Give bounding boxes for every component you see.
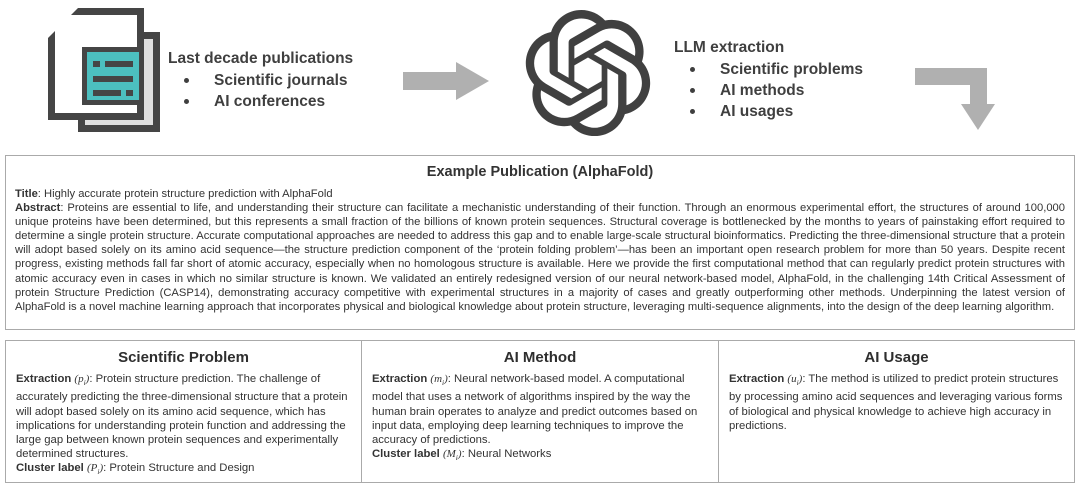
extraction-label: Extraction (16, 373, 72, 385)
model-bullet-list: Scientific problems AI methods AI usages (674, 59, 863, 122)
extraction-symbol: (mi) (430, 373, 448, 388)
bullet-dot-icon (184, 78, 189, 83)
extraction-label: Extraction (729, 373, 785, 385)
cluster-label: Cluster label (16, 462, 84, 475)
list-item-label: AI usages (720, 103, 794, 120)
bullet-dot-icon (690, 88, 695, 93)
page-title: Example Publication (AlphaFold) (426, 164, 654, 180)
publication-abstract-value: : Proteins are essential to life, and un… (15, 202, 1065, 313)
column-heading: AI Method (503, 349, 577, 366)
bullet-dot-icon (184, 99, 189, 104)
list-item-label: AI conferences (214, 93, 326, 110)
bullet-dot-icon (690, 109, 695, 114)
arrow-elbow-down-icon (915, 68, 1025, 130)
list-item-label: Scientific journals (214, 72, 348, 89)
source-heading: Last decade publications (168, 50, 354, 67)
list-item: AI conferences (184, 91, 353, 112)
source-label-block: Last decade publications Scientific jour… (168, 48, 353, 112)
bullet-dot-icon (690, 67, 695, 72)
publication-title-line: Title: Highly accurate protein structure… (15, 187, 1065, 201)
column-ai-method: AI Method Extraction (mi): Neural networ… (361, 340, 718, 483)
arrow-right-icon (403, 62, 493, 100)
column-scientific-problem: Scientific Problem Extraction (pi): Prot… (5, 340, 361, 483)
example-publication-panel: Example Publication (AlphaFold) Title: H… (5, 155, 1075, 330)
column-heading: Scientific Problem (118, 349, 249, 366)
extraction-value: : Protein structure prediction. The chal… (16, 373, 348, 461)
column-heading: AI Usage (864, 349, 929, 366)
model-heading: LLM extraction (674, 39, 785, 56)
cluster-value: : Neural Networks (461, 448, 552, 461)
cluster-symbol: (Pi) (86, 462, 104, 477)
list-item: AI usages (690, 101, 863, 122)
document-content-block (82, 47, 144, 105)
list-item: AI methods (690, 80, 863, 101)
extraction-label: Extraction (372, 373, 428, 385)
openai-logo-icon (525, 10, 651, 137)
documents-icon (38, 6, 164, 136)
publication-abstract-label: Abstract (15, 202, 61, 215)
source-bullet-list: Scientific journals AI conferences (168, 70, 353, 112)
publication-title-value: : Highly accurate protein structure pred… (37, 188, 333, 200)
list-item: Scientific problems (690, 59, 863, 80)
extraction-value: : Neural network-based model. A computat… (372, 373, 698, 446)
extraction-symbol: (ui) (787, 373, 803, 388)
cluster-label: Cluster label (372, 448, 440, 461)
list-item-label: Scientific problems (720, 61, 863, 78)
column-body: Extraction (mi): Neural network-based mo… (372, 372, 708, 466)
pipeline-row: Last decade publications Scientific jour… (0, 0, 1080, 148)
cluster-value: : Protein Structure and Design (103, 462, 255, 475)
model-label-block: LLM extraction Scientific problems AI me… (674, 37, 863, 122)
publication-abstract-line: Abstract: Proteins are essential to life… (15, 201, 1065, 314)
list-item-label: AI methods (720, 82, 805, 99)
extraction-value: : The method is utilized to predict prot… (729, 373, 1063, 432)
publication-title-label: Title (15, 188, 38, 200)
extraction-columns: Scientific Problem Extraction (pi): Prot… (5, 340, 1075, 483)
column-body: Extraction (pi): Protein structure predi… (16, 372, 351, 480)
cluster-symbol: (Mi) (442, 448, 462, 463)
column-ai-usage: AI Usage Extraction (ui): The method is … (718, 340, 1075, 483)
document-front-page (48, 8, 144, 120)
extraction-symbol: (pi) (74, 373, 90, 388)
column-body: Extraction (ui): The method is utilized … (729, 372, 1064, 433)
list-item: Scientific journals (184, 70, 353, 91)
